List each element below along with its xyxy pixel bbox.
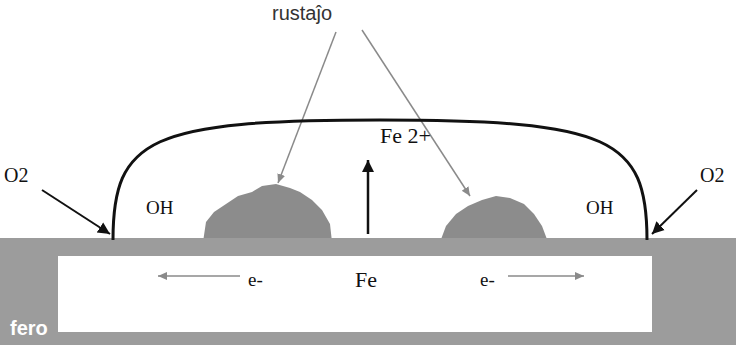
part-label: rustaĵo (272, 2, 332, 24)
rust-blob (440, 196, 548, 242)
electron-arrow (508, 275, 584, 277)
species-label: e- (248, 270, 263, 291)
oxygen-arrow (652, 190, 697, 234)
species-label: Fe 2+ (380, 124, 431, 148)
species-label: OH (586, 198, 613, 219)
species-label: OH (146, 198, 173, 219)
metal-region: e- Fe e- (58, 256, 652, 332)
species-label: Fe (355, 268, 377, 292)
leader-line (362, 30, 470, 196)
species-label: e- (480, 270, 495, 291)
leader-line (278, 32, 336, 183)
molecule-label: O2 (4, 164, 28, 186)
molecule-label: O2 (700, 164, 724, 186)
electron-arrow (158, 275, 240, 277)
water-drop: OH Fe 2+ OH (110, 116, 650, 240)
oxygen-arrow (42, 190, 110, 234)
rust-blob (203, 184, 332, 242)
material-label: fero (10, 317, 48, 339)
iron-block: e- Fe e-fero (0, 238, 736, 345)
ion-arrow (367, 160, 370, 234)
